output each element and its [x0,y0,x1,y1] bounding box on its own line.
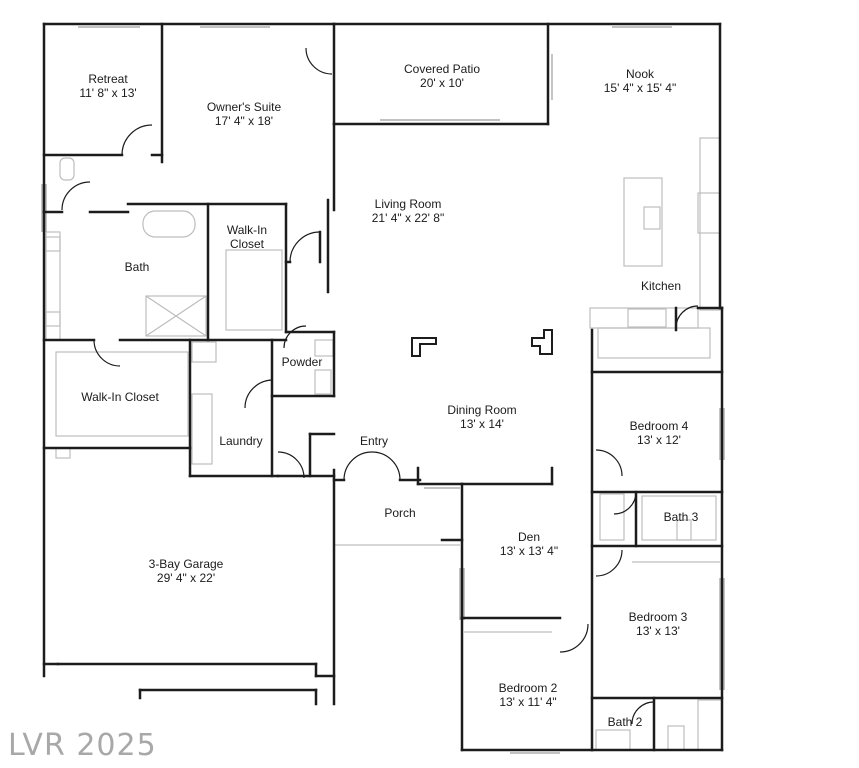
room-name: Owner's Suite [206,100,282,114]
door-swings [61,47,699,725]
room-dims: 20' x 10' [420,76,464,90]
room-dims: 29' 4" x 22' [156,571,216,585]
room-bath-3: Bath 3 [664,510,699,524]
room-name: Entry [359,434,389,448]
room-name: Retreat [88,72,128,86]
room-name: Dining Room [447,403,517,417]
room-bath-2: Bath 2 [608,715,643,729]
room-porch: Porch [384,506,415,520]
room-name: Powder [281,355,323,369]
room-bath: Bath [125,260,150,274]
room-dims: 13' x 11' 4" [499,695,557,709]
room-name: Bedroom 3 [628,610,688,624]
room-name: Living Room [374,197,442,211]
room-dims: 11' 8" x 13' [79,86,137,100]
room-name: Bedroom 2 [498,681,558,695]
room-dims: 13' x 14' [460,417,504,431]
room-name: Porch [384,506,416,520]
room-dims: 15' 4" x 15' 4" [603,81,677,95]
room-name: Covered Patio [403,62,481,76]
room-name: Bath 3 [663,510,699,524]
room-dims: 13' x 13' 4" [499,544,559,558]
columns [411,329,553,357]
room-entry: Entry [360,434,388,448]
walls [42,22,724,752]
room-dims: 13' x 12' [637,433,681,447]
room-name: Walk-In Closet [226,223,268,251]
room-name: Den [517,530,540,544]
room-name: Bath 2 [607,715,643,729]
room-kitchen: Kitchen [641,279,681,293]
room-dims: 21' 4" x 22' 8" [371,211,445,225]
windows [41,23,725,754]
room-name: Bath [124,260,150,274]
room-name: Walk-In Closet [81,390,159,404]
fixtures [45,137,723,751]
room-powder: Powder [282,355,323,369]
room-walk-in-closet-2: Walk-In Closet [81,390,159,404]
room-name: Bedroom 4 [629,419,689,433]
room-name: 3-Bay Garage [148,557,224,571]
watermark: LVR 2025 [8,728,157,763]
room-dims: 13' x 13' [636,624,680,638]
room-laundry: Laundry [219,434,262,448]
room-walk-in-closet-1: Walk-In Closet [223,223,271,251]
room-name: Laundry [219,434,263,448]
room-name: Kitchen [640,279,682,293]
room-name: Nook [625,67,655,81]
room-dims: 17' 4" x 18' [214,114,274,128]
